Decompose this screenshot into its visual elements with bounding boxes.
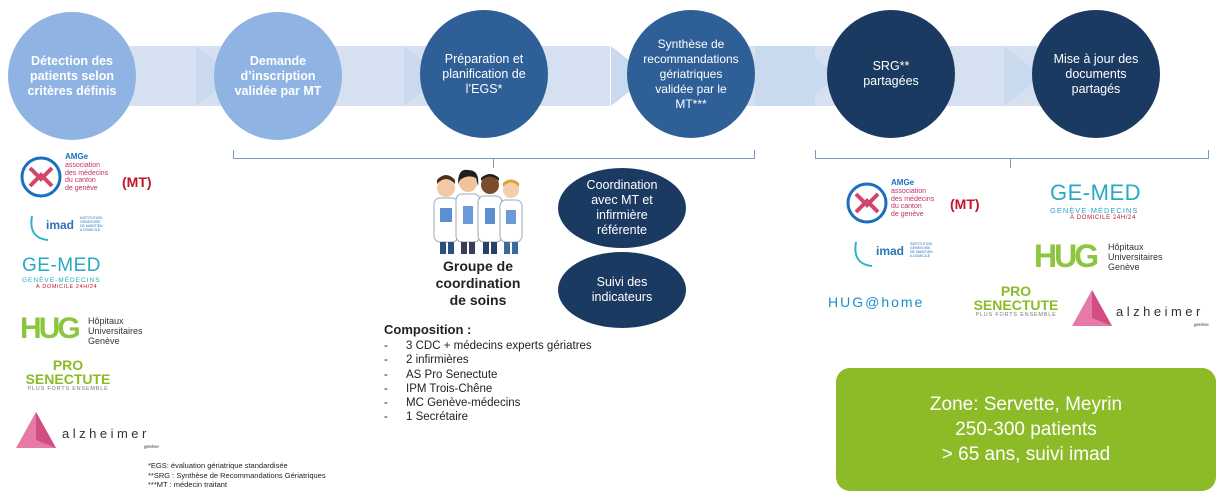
gemed-dom: À DOMICILE 24H/24 — [1070, 215, 1136, 221]
alzheimer-triangle-icon — [1072, 290, 1112, 326]
imad-name: imad — [46, 218, 75, 232]
prosenectute-logo-right: PRO SENECTUTE PLUS FORTS ENSEMBLE — [966, 284, 1066, 318]
imad-tag: INSTITUTION GENEVOISE DE MAINTIEN A DOMI… — [80, 216, 103, 232]
prosenectute-logo-left: PRO SENECTUTE PLUS FORTS ENSEMBLE — [18, 358, 118, 392]
composition-item: 3 CDC + médecins experts gériatres — [384, 339, 592, 353]
composition-item: MC Genève-médecins — [384, 396, 592, 410]
imad-tag: INSTITUTION GENEVOISE DE MAINTIEN A DOMI… — [910, 242, 933, 258]
composition-item: 2 infirmières — [384, 353, 592, 367]
imad-swoosh-icon — [30, 215, 49, 241]
step-srg-circle: SRG** partagées — [827, 10, 955, 138]
alzheimer-logo-left: alzheimer genève — [14, 410, 174, 454]
amge-logo-right: AMGe association des médecins du canton … — [846, 178, 996, 226]
footnote-srg: **SRG : Synthèse de Recommandations Géri… — [148, 470, 326, 480]
alzheimer-sub: genève — [1194, 322, 1209, 327]
amge-name: AMGe — [891, 178, 915, 187]
doctors-illustration — [433, 169, 523, 254]
mt-label-right: (MT) — [950, 196, 980, 212]
step-mise-a-jour-circle: Mise à jour des documents partagés — [1032, 10, 1160, 138]
composition-title: Composition : — [384, 322, 472, 337]
step-detection-circle: Détection des patients selon critères dé… — [8, 12, 136, 140]
footnotes: *EGS: évaluation gériatrique standardisé… — [148, 461, 326, 490]
alzheimer-logo-right: alzheimer genève — [1070, 288, 1220, 332]
prosen-line2: SENECTUTE — [25, 371, 111, 387]
alzheimer-sub: genève — [144, 444, 159, 449]
composition-item: IPM Trois-Chêne — [384, 382, 592, 396]
footnote-egs: *EGS: évaluation gériatrique standardisé… — [148, 461, 288, 470]
hugathome-logo: HUG@home — [828, 294, 925, 310]
alzheimer-name: alzheimer — [62, 426, 150, 441]
amge-desc: association des médecins du canton de ge… — [891, 188, 935, 218]
prosen-line1: PRO — [52, 357, 84, 373]
prosen-sub: PLUS FORTS ENSEMBLE — [27, 386, 109, 392]
mt-label-left: (MT) — [122, 174, 152, 190]
amge-emblem-icon — [846, 182, 888, 224]
zone-box: Zone: Servette, Meyrin 250-300 patients … — [836, 368, 1216, 491]
hug-letters: HUG — [20, 312, 81, 345]
bracket-right-tick — [1010, 158, 1012, 168]
bracket-left-tick — [493, 158, 495, 168]
gemed-logo-left: GE-MED GENÈVE-MÉDECINS À DOMICILE 24H/24 — [22, 255, 132, 290]
hug-letters: HUG — [1034, 238, 1099, 274]
zone-line-3: > 65 ans, suivi imad — [941, 444, 1111, 465]
bracket-right — [815, 150, 1209, 159]
hug-logo-left: HUG Hôpitaux Universitaires Genève — [20, 312, 160, 348]
composition-list: 3 CDC + médecins experts gériatres 2 inf… — [384, 339, 592, 425]
gemed-sub: GENÈVE-MÉDECINS — [1050, 206, 1139, 215]
amge-logo-left: AMGe association des médecins du canton … — [20, 152, 160, 200]
hug-text: Hôpitaux Universitaires Genève — [1108, 242, 1163, 272]
gemed-sub: GENÈVE-MÉDECINS — [22, 277, 101, 284]
group-title: Groupe de coordination de soins — [435, 258, 521, 308]
gemed-dom: À DOMICILE 24H/24 — [36, 284, 98, 290]
step-synthese-circle: Synthèse de recommandations gériatriques… — [627, 10, 755, 138]
footnote-mt: ***MT : médecin traitant — [148, 480, 228, 489]
alzheimer-triangle-icon — [16, 412, 56, 448]
composition-item: AS Pro Senectute — [384, 368, 592, 382]
step-preparation-circle: Préparation et planification de l’EGS* — [420, 10, 548, 138]
zone-line-2: 250-300 patients — [955, 419, 1097, 440]
amge-name: AMGe — [65, 152, 89, 161]
amge-emblem-icon — [20, 156, 62, 198]
imad-logo-left: imad INSTITUTION GENEVOISE DE MAINTIEN A… — [30, 208, 120, 244]
gemed-name: GE-MED — [22, 255, 101, 276]
prosen-sub: PLUS FORTS ENSEMBLE — [975, 312, 1057, 318]
hug-text: Hôpitaux Universitaires Genève — [88, 316, 143, 346]
zone-line-1: Zone: Servette, Meyrin — [929, 394, 1123, 415]
gemed-name: GE-MED — [1050, 180, 1141, 205]
alzheimer-name: alzheimer — [1116, 304, 1204, 319]
amge-desc: association des médecins du canton de ge… — [65, 162, 109, 192]
composition-item: 1 Secrétaire — [384, 410, 592, 424]
gemed-logo-right: GE-MED GENÈVE-MÉDECINS À DOMICILE 24H/24 — [1050, 180, 1170, 221]
imad-name: imad — [876, 244, 905, 258]
step-demande-circle: Demande d’inscription validée par MT — [214, 12, 342, 140]
imad-swoosh-icon — [854, 241, 873, 267]
suivi-indicateurs-bubble: Suivi des indicateurs — [558, 252, 686, 328]
imad-logo-right: imad INSTITUTION GENEVOISE DE MAINTIEN A… — [854, 234, 954, 270]
prosen-line2: SENECTUTE — [973, 297, 1059, 313]
hug-logo-right: HUG Hôpitaux Universitaires Genève — [1034, 238, 1184, 278]
prosen-line1: PRO — [1000, 283, 1032, 299]
coordination-bubble: Coordination avec MT et infirmière référ… — [558, 168, 686, 248]
